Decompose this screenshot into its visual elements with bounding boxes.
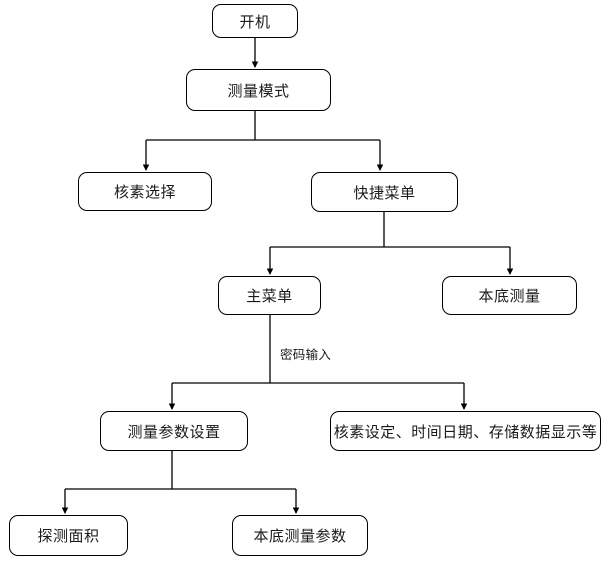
node-detection-area[interactable]: 探测面积 <box>9 515 128 556</box>
node-background-measure-label: 本底测量 <box>478 289 541 305</box>
node-measurement-parameter-setting[interactable]: 测量参数设置 <box>100 411 248 451</box>
node-detection-area-label: 探测面积 <box>37 529 100 545</box>
node-quick-menu[interactable]: 快捷菜单 <box>311 172 458 212</box>
node-misc-settings[interactable]: 核素设定、时间日期、存储数据显示等 <box>330 411 601 451</box>
node-main-menu-label: 主菜单 <box>246 289 293 305</box>
node-measurement-parameter-setting-label: 测量参数设置 <box>127 424 221 441</box>
edge-label-password-input: 密码输入 <box>280 348 332 362</box>
node-background-measure-params-label: 本底测量参数 <box>253 529 347 545</box>
node-power-on-label: 开机 <box>239 14 271 31</box>
node-background-measure-params[interactable]: 本底测量参数 <box>232 515 368 556</box>
node-quick-menu-label: 快捷菜单 <box>353 185 416 202</box>
node-power-on[interactable]: 开机 <box>212 4 298 38</box>
node-measure-mode-label: 测量模式 <box>227 83 290 100</box>
node-nuclide-select[interactable]: 核素选择 <box>78 172 212 211</box>
node-background-measure[interactable]: 本底测量 <box>442 276 577 315</box>
node-main-menu[interactable]: 主菜单 <box>218 276 321 315</box>
node-misc-settings-label: 核素设定、时间日期、存储数据显示等 <box>333 424 598 441</box>
node-nuclide-select-label: 核素选择 <box>113 185 176 201</box>
node-measure-mode[interactable]: 测量模式 <box>186 69 331 111</box>
